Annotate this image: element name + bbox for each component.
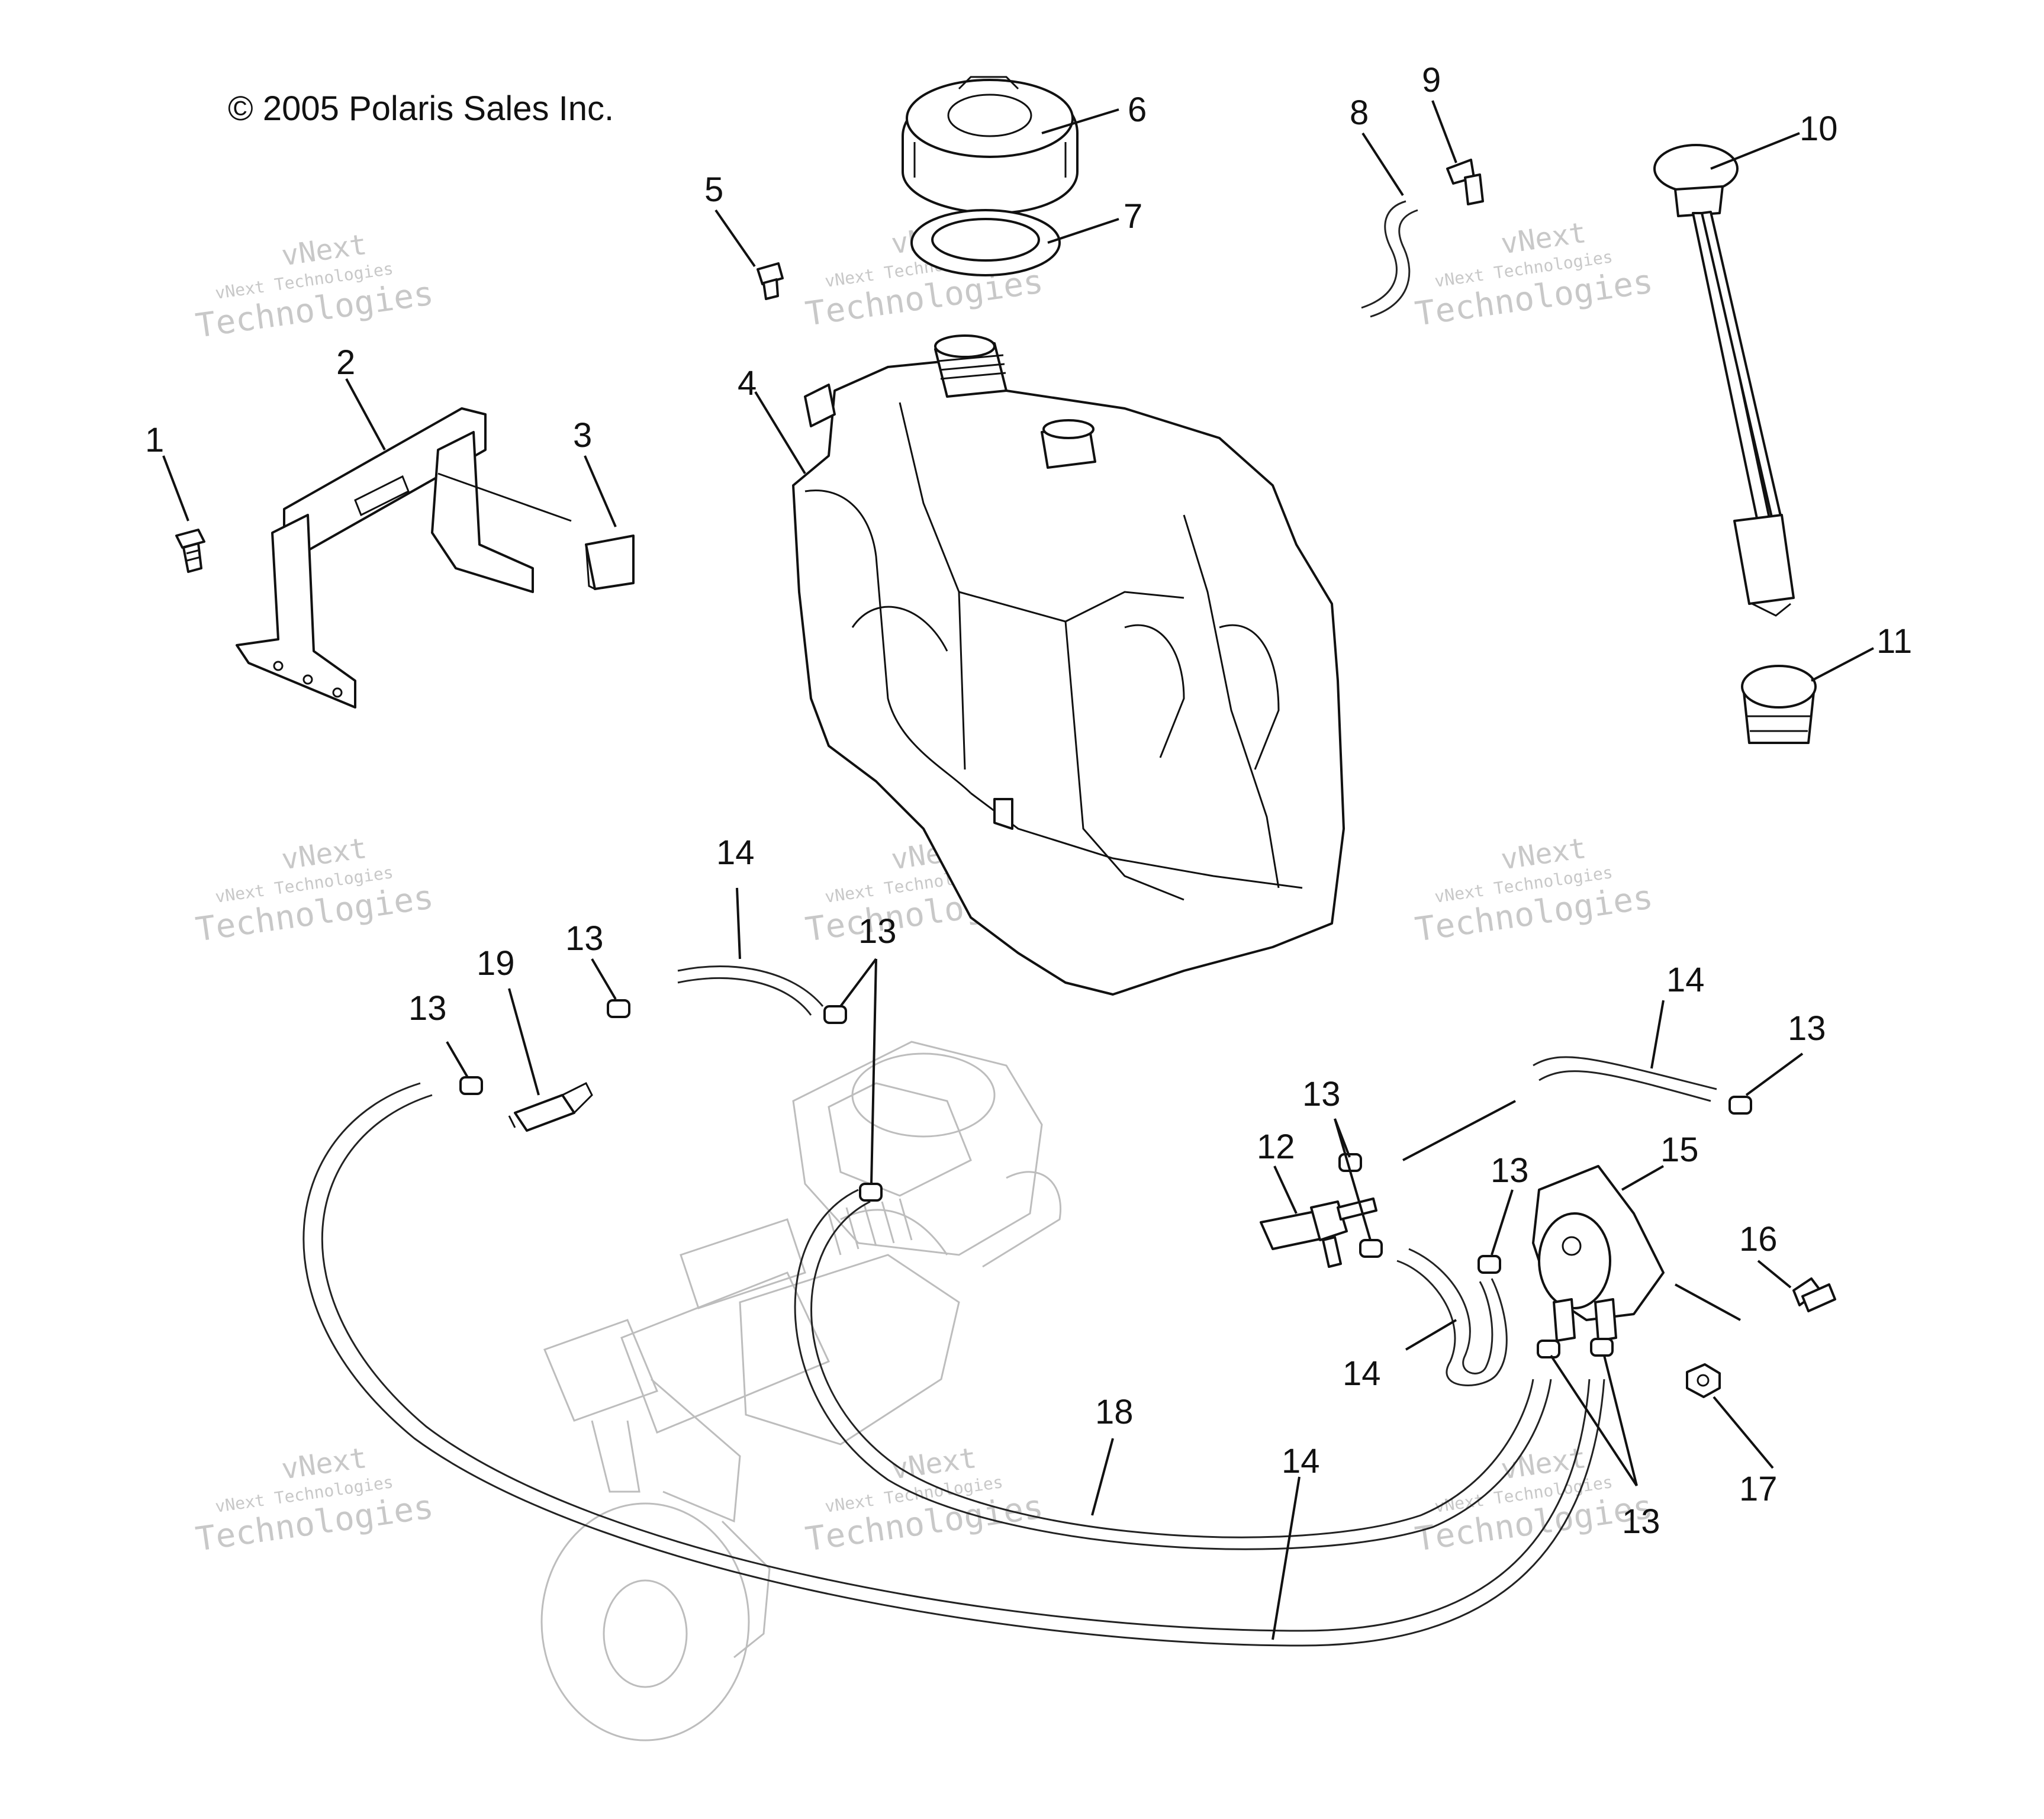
leader-lines <box>162 100 1874 1640</box>
fuel-cap-part-6 <box>902 76 1079 214</box>
seal-ring-part-7 <box>910 209 1061 276</box>
callout-11: 11 <box>1876 622 1912 661</box>
fuel-tank-part-4 <box>792 334 1345 996</box>
bolt-part-1 <box>175 529 205 573</box>
watermark: vNext Technologies vNext Technologies <box>194 228 436 346</box>
watermark: vNext Technologies vNext Technologies <box>1413 1441 1656 1559</box>
watermark: vNext Technologies vNext Technologies <box>194 832 436 949</box>
callout-13: 13 <box>565 919 604 958</box>
watermark: vNext Technologies vNext Technologies <box>194 1441 436 1559</box>
callout-14-right: 14 <box>1666 961 1705 999</box>
grommet-part-11 <box>1741 665 1817 744</box>
callout-12: 12 <box>1257 1128 1295 1166</box>
alignment-lines <box>1402 1100 1741 1321</box>
callout-15: 15 <box>1660 1131 1699 1169</box>
pad-part-3 <box>585 535 635 590</box>
watermark: vNext Technologies vNext Technologies <box>1413 216 1656 334</box>
fuel-hose-14-long <box>302 1082 1605 1647</box>
callout-5: 5 <box>704 170 723 209</box>
nut-part-17 <box>1686 1363 1721 1398</box>
engine-reference-drawing <box>540 1041 1061 1741</box>
fuel-pump-part-15 <box>1532 1165 1665 1342</box>
inline-filter-part-19 <box>508 1081 593 1132</box>
callout-17: 17 <box>1739 1470 1778 1508</box>
callout-13-bottom: 13 <box>1622 1502 1660 1541</box>
fuel-hose-14-upper-right <box>1533 1056 1717 1102</box>
callout-6: 6 <box>1128 91 1147 129</box>
shutoff-valve-part-12 <box>1260 1197 1377 1268</box>
callout-19: 19 <box>477 944 515 983</box>
watermark: vNext Technologies vNext Technologies <box>1413 832 1656 949</box>
screw-part-5 <box>757 262 784 300</box>
callout-13-valve: 13 <box>1302 1075 1341 1113</box>
callout-13-left: 13 <box>408 989 447 1028</box>
bracket-part-2 <box>236 407 572 709</box>
vent-hose-part-8 <box>1361 200 1418 318</box>
callout-18: 18 <box>1095 1393 1134 1431</box>
callout-2: 2 <box>336 343 355 382</box>
fuel-hose-14-upper-left <box>677 965 824 1016</box>
callout-3: 3 <box>573 416 592 455</box>
callout-8: 8 <box>1350 94 1369 132</box>
callout-16: 16 <box>1739 1220 1778 1258</box>
elbow-fitting-part-9 <box>1446 159 1484 205</box>
copyright-notice: © 2005 Polaris Sales Inc. <box>228 89 614 128</box>
callout-4: 4 <box>738 364 757 403</box>
callout-13-pump: 13 <box>1491 1151 1529 1190</box>
callout-13-center: 13 <box>858 912 897 951</box>
callout-14-short: 14 <box>1343 1354 1381 1393</box>
callout-10: 10 <box>1800 110 1838 148</box>
fuel-hose-18 <box>794 1189 1552 1550</box>
callout-14-bottom: 14 <box>1282 1442 1320 1480</box>
hose-clamps-part-13 <box>459 999 1752 1358</box>
callout-labels: 1 2 3 4 5 6 7 8 9 10 11 12 13 14 15 16 1… <box>145 61 1912 1541</box>
callout-7: 7 <box>1124 197 1142 236</box>
bolt-part-16 <box>1792 1277 1836 1312</box>
callout-13-right: 13 <box>1788 1009 1826 1048</box>
callout-1: 1 <box>145 421 164 459</box>
fuel-hose-14-short <box>1396 1248 1508 1386</box>
fuel-gauge-sender-part-10 <box>1653 144 1795 617</box>
callout-9: 9 <box>1422 61 1441 99</box>
callout-14: 14 <box>716 833 755 872</box>
